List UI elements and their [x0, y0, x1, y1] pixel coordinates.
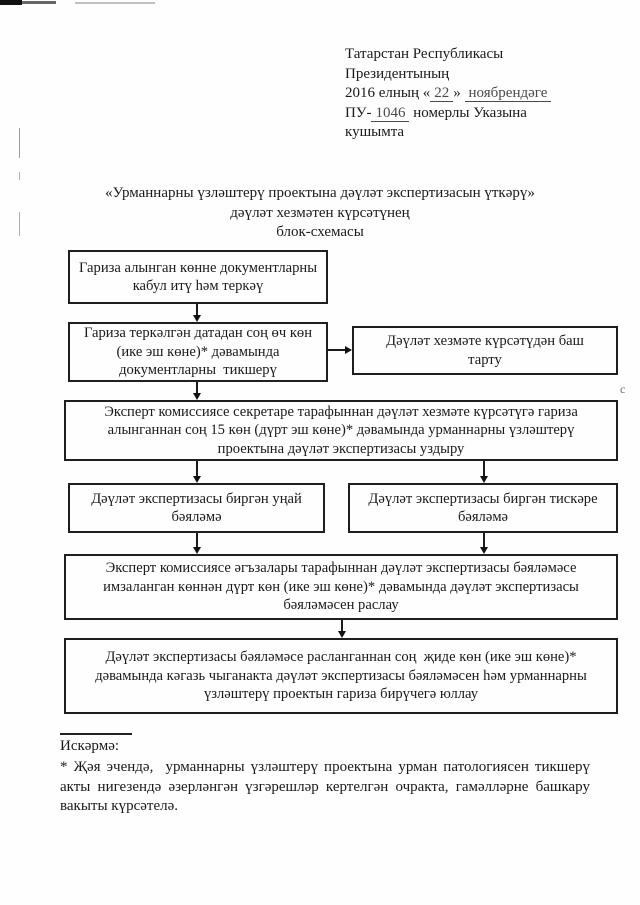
decree-reference-block: Татарстан Республикасы Президентының 201… — [345, 45, 630, 143]
header-line-appendix: кушымта — [345, 124, 405, 140]
arrowhead-down-icon — [338, 631, 346, 638]
scan-artifact-left-edge — [19, 212, 20, 236]
arrowhead-down-icon — [193, 476, 201, 483]
footnote-label: Искәрмә: — [60, 738, 120, 754]
decree-prefix: ПУ- — [345, 104, 372, 121]
footnote-text: * Җәя эчендә, урманнарны үзләштерү проек… — [60, 759, 594, 814]
flowchart-box-positive-conclusion: Дәүләт экспертизасы биргән уңай бәяләмә — [68, 483, 325, 533]
date-prefix: 2016 елның « — [345, 85, 431, 101]
flowchart-box-conduct-expertise: Эксперт комиссиясе секретаре тарафыннан … — [64, 400, 618, 461]
arrowhead-down-icon — [193, 393, 201, 400]
footnote-divider — [60, 733, 132, 735]
flowchart-box-negative-conclusion: Дәүләт экспертизасы биргән тискәре бәялә… — [348, 483, 618, 533]
connector-negative-to-approve — [483, 533, 485, 547]
title-line-2: дәүләт хезмәтен күрсәтүнең — [230, 204, 410, 221]
arrowhead-down-icon — [193, 547, 201, 554]
header-line-date: 2016 елның «22» ноябрендәге — [345, 84, 630, 104]
arrowhead-down-icon — [480, 547, 488, 554]
date-day-value: 22 — [430, 85, 454, 102]
scan-artifact-corner-bar — [0, 0, 22, 5]
scan-artifact-corner-bar-2 — [22, 1, 56, 4]
scan-artifact-left-edge — [19, 128, 20, 158]
title-line-1: «Урманнарны үзләштерү проектына дәүләт э… — [105, 185, 535, 201]
connector-expertise-to-negative — [483, 461, 485, 476]
decree-suffix: номерлы Указына — [409, 104, 527, 121]
scan-artifact-left-edge — [19, 172, 20, 180]
date-month-value: ноябрендәге — [464, 85, 552, 102]
flowchart-box-check-documents: Гариза теркәлгән датадан соң өч көн (ике… — [68, 322, 328, 382]
flowchart-box-approve-conclusion: Эксперт комиссиясе әгъзалары тарафыннан … — [64, 554, 618, 620]
scan-artifact-right-mark: c — [620, 382, 626, 396]
flowchart-box-refuse-service: Дәүләт хезмәте күрсәтүдән баш тарту — [352, 326, 618, 375]
connector-expertise-to-positive — [196, 461, 198, 476]
decree-number-value: 1046 — [371, 104, 410, 122]
date-close-quote: » — [453, 85, 461, 101]
header-line-decree-number: ПУ-1046 номерлы Указына — [345, 104, 630, 124]
flowchart-box-receive-documents: Гариза алынган көнне документларны кабул… — [68, 250, 328, 304]
document-title: «Урманнарны үзләштерү проектына дәүләт э… — [40, 184, 600, 243]
title-line-3: блок-схемасы — [276, 224, 364, 240]
arrowhead-down-icon — [193, 315, 201, 322]
connector-receive-to-check — [196, 304, 198, 316]
arrowhead-right-icon — [345, 346, 352, 354]
arrowhead-down-icon — [480, 476, 488, 483]
header-line-republic: Татарстан Республикасы — [345, 46, 504, 62]
flowchart-box-send-to-applicant: Дәүләт экспертизасы бәяләмәсе расланганн… — [64, 638, 618, 714]
header-line-president: Президентының — [345, 65, 450, 82]
connector-check-to-refuse — [328, 349, 345, 351]
connector-check-to-expertise — [196, 382, 198, 393]
connector-approve-to-send — [341, 620, 343, 631]
connector-positive-to-approve — [196, 533, 198, 547]
scan-artifact-corner-bar-3 — [75, 2, 155, 4]
